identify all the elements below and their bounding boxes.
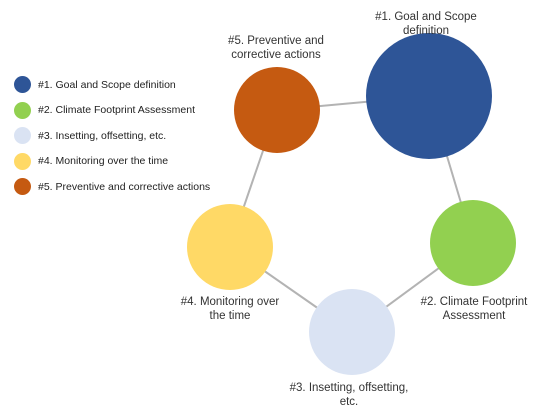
legend-swatch	[14, 101, 31, 119]
legend: #1. Goal and Scope definition #2. Climat…	[14, 72, 234, 200]
legend-label: #5. Preventive and corrective actions	[38, 180, 211, 193]
node-label-climate-footprint: #2. Climate Footprint Assessment	[404, 295, 544, 323]
node-goal-scope	[366, 33, 492, 159]
legend-item-preventive: #5. Preventive and corrective actions	[14, 174, 234, 200]
diagram-nodes	[187, 33, 516, 375]
node-label-line: #3. Insetting, offsetting,	[289, 382, 409, 394]
node-label-preventive: #5. Preventive and corrective actions	[206, 34, 346, 62]
legend-label: #3. Insetting, offsetting, etc.	[38, 129, 167, 142]
node-climate-footprint	[430, 200, 516, 286]
node-label-line: definition	[402, 25, 450, 37]
legend-item-monitoring: #4. Monitoring over the time	[14, 149, 234, 175]
node-monitoring	[187, 204, 273, 290]
legend-swatch	[14, 178, 31, 196]
legend-swatch	[14, 152, 31, 170]
node-label-line: Assessment	[442, 310, 506, 322]
node-label-monitoring: #4. Monitoring over the time	[160, 295, 300, 323]
legend-item-goal-scope: #1. Goal and Scope definition	[14, 72, 234, 98]
legend-swatch	[14, 127, 31, 145]
legend-item-insetting: #3. Insetting, offsetting, etc.	[14, 123, 234, 149]
node-label-line: #5. Preventive and	[228, 35, 324, 47]
node-preventive	[234, 67, 320, 153]
legend-item-climate-footprint: #2. Climate Footprint Assessment	[14, 98, 234, 124]
node-label-line: corrective actions	[231, 49, 321, 61]
legend-label: #2. Climate Footprint Assessment	[38, 104, 195, 117]
node-label-line: the time	[209, 310, 251, 322]
legend-swatch	[14, 76, 31, 94]
legend-label: #1. Goal and Scope definition	[38, 78, 176, 91]
node-label-goal-scope: #1. Goal and Scope definition	[356, 10, 496, 38]
node-label-line: etc.	[339, 396, 359, 408]
node-label-line: #4. Monitoring over	[180, 296, 280, 308]
node-insetting	[309, 289, 395, 375]
node-label-line: #1. Goal and Scope	[375, 11, 477, 23]
node-label-insetting: #3. Insetting, offsetting, etc.	[269, 381, 429, 409]
node-label-line: #2. Climate Footprint	[420, 296, 528, 308]
legend-label: #4. Monitoring over the time	[38, 155, 169, 168]
